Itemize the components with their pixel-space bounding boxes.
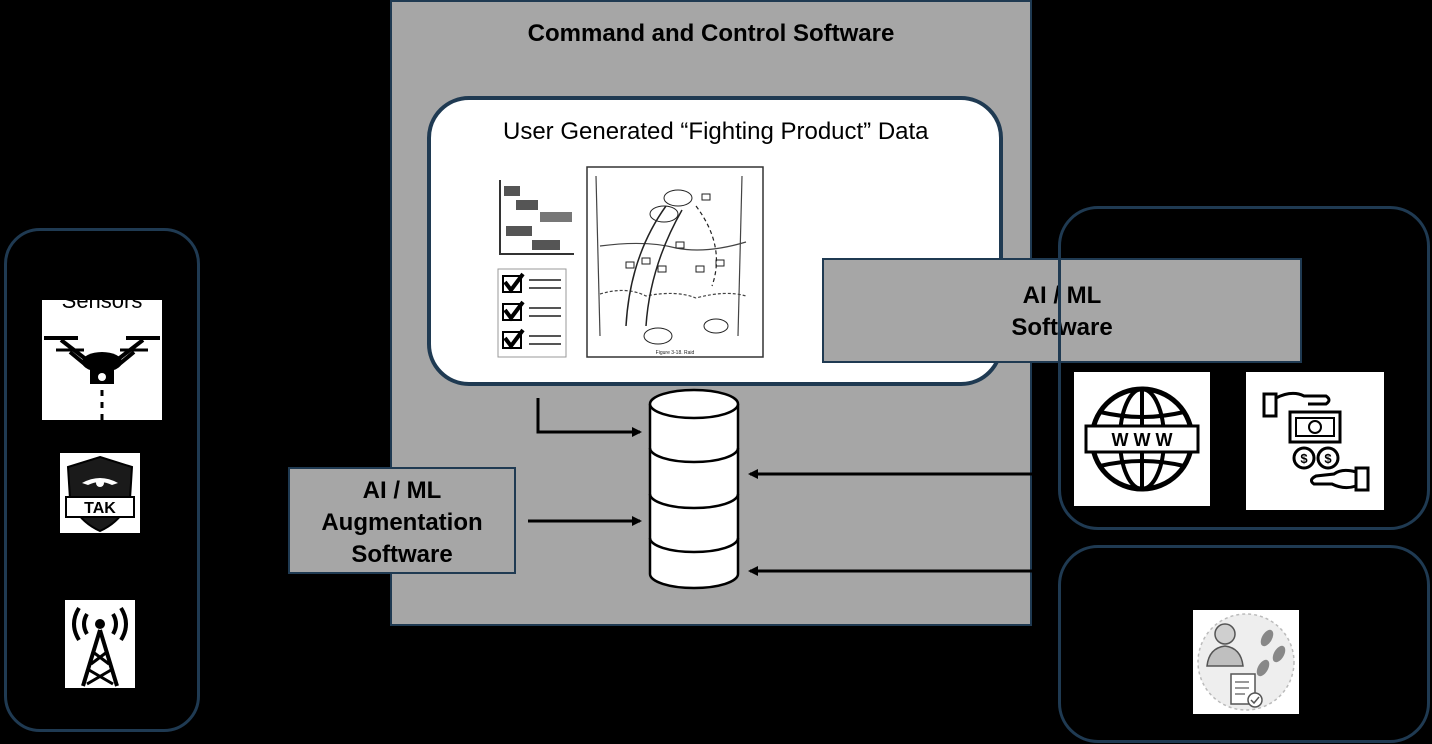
ai-ml-aug-line2: Augmentation (321, 509, 483, 536)
personnel-report-icon (1197, 613, 1295, 711)
drone-tile: Sensors (42, 300, 162, 420)
personnel-tile (1193, 610, 1299, 714)
tak-text: TAK (84, 500, 116, 517)
sensors-panel (4, 228, 200, 732)
ai-ml-aug-line3: Software (351, 541, 453, 568)
ai-ml-line2: Software (1011, 314, 1113, 341)
map-caption: Figure 3-18. Raid (656, 350, 695, 356)
ai-ml-software-box: AI / ML Software (822, 258, 1302, 363)
ai-ml-line1: AI / ML (1022, 282, 1102, 309)
www-letters: W W W (1112, 430, 1173, 450)
checklist-icon (497, 268, 567, 358)
drone-icon (44, 336, 160, 420)
sensors-label: Sensors (61, 300, 143, 313)
radio-tower-icon (72, 606, 128, 687)
ai-ml-aug-line1: AI / ML (362, 477, 442, 504)
www-globe-icon: W W W (1084, 386, 1200, 492)
www-tile: W W W (1074, 372, 1210, 506)
tak-shield-icon: TAK (65, 455, 135, 533)
user-data-title: User Generated “Fighting Product” Data (503, 118, 929, 145)
c2-title: Command and Control Software (527, 20, 895, 47)
tactical-map-sketch: Figure 3-18. Raid (586, 166, 764, 358)
external-data-panel (1058, 206, 1430, 530)
gantt-chart-icon (499, 180, 574, 255)
ai-ml-augmentation-box: AI / ML Augmentation Software (288, 467, 516, 574)
database-cylinder-icon (648, 388, 740, 590)
personnel-panel (1058, 545, 1430, 743)
coin-symbol-2: $ (1324, 451, 1332, 466)
arrow-userdata-to-db (536, 398, 642, 437)
tak-tile: TAK (60, 453, 140, 533)
tower-tile (65, 600, 135, 688)
finance-tile: $ $ (1246, 372, 1384, 510)
coin-symbol-1: $ (1300, 451, 1308, 466)
money-transfer-icon: $ $ (1262, 391, 1370, 492)
